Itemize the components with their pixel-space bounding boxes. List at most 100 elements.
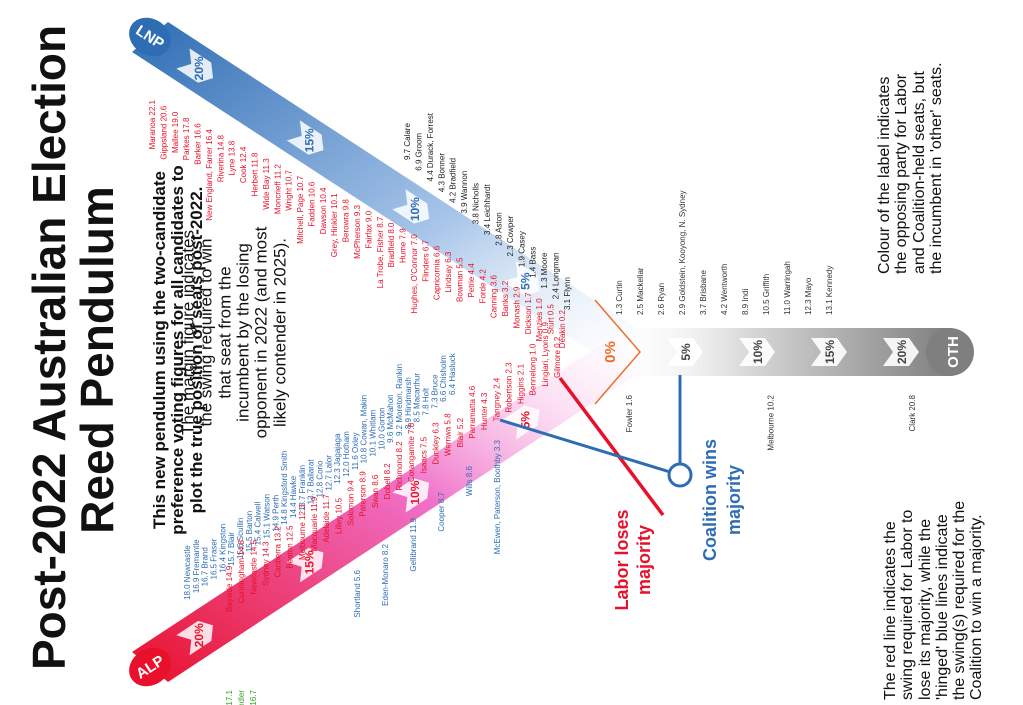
alp-seat-label: 15.7 Blair [227,532,236,566]
lnp-seat-label: Lyne 13.8 [228,140,237,175]
lnp-seat-label-right: 4.4 Durack, Forrest [426,112,435,181]
alp-tick-label: 5% [518,411,532,429]
oth-tick-label: 10% [751,340,765,364]
lnp-tick-label: 20% [192,56,206,80]
alp-seat-label-red: Robertson 2.3 [504,362,513,413]
lnp-seat-label: Forde 4.2 [478,269,487,304]
alp-seat-label: 13.7 Franklin [298,465,307,511]
alp-seat-label: 12.0 Hotham [342,431,351,477]
alp-ticks: 20% 15% 10% 5% [176,405,540,656]
alp-seat-label-red: Paterson 8.9 [359,471,368,517]
lnp-seat-label: Wide Bay 11.3 [262,158,271,210]
alp-seat-label: 16.9 Fremantle [192,539,201,593]
labor-annotation-1: Labor loses [612,509,632,610]
alp-seat-label-red: Newcastle 14.5 [249,539,258,594]
oth-arm: OTH [620,328,974,376]
alp-seat-label-red: Isaacs 7.5 [419,436,428,473]
alp-seat-label: 14.8 Kingsford Smith [280,451,289,525]
lnp-seat-label: Herbert 11.8 [251,152,260,196]
alp-seat-label-red: Blair 5.2 [456,417,465,447]
alp-seat-label: 7.3 Bruce [430,374,439,409]
lnp-seat-label: Wright 10.7 [285,169,294,210]
alp-seat-label: 14.4 Hawke [289,475,298,518]
lnp-tick-label: 15% [302,128,316,152]
oth-tick: 20% [883,338,919,366]
lnp-seat-label: New England, Farrer 16.4 [205,129,214,221]
alp-seat-label: 10.1 Whitlam [369,409,378,456]
lnp-seat-label: Dickson 1.7 [524,292,533,334]
alp-tail-label: Grayndler [237,690,246,705]
coalition-annotation-2: majority [724,465,744,535]
lnp-tick: 10% [392,189,430,224]
lnp-seat-label-right: 1.4 Bass [529,247,538,278]
lnp-seat-label-right: 9.7 Calare [403,123,412,160]
lnp-seat-label: Maranoa 22.1 [148,99,157,149]
lnp-seat-label-right: 6.9 Groom [414,133,423,171]
alp-tick-label: 10% [408,480,422,504]
lnp-seat-label: Fadden 10.6 [307,181,316,226]
alp-seat-label: 12.3 Jagajaga [333,433,342,484]
alp-seat-label: 8.5 Macarthur [413,373,422,423]
oth-label: OTH [945,336,962,368]
alp-tick-label: 15% [302,550,316,574]
lnp-tick: 15% [286,120,324,155]
alp-tail-label: Sydney 16.7 [249,689,258,705]
hinge-circle [667,462,693,488]
lnp-seat-label-right: 3.9 Wannon [460,171,469,214]
lnp-tick-label: 10% [408,197,422,221]
alp-tick-label: 20% [192,623,206,647]
alp-seat-label: 16.4 Kingston [218,524,227,573]
oth-seat-label-down: Melbourne 10.2 [767,394,776,450]
lnp-seat-label: Cook 12.4 [239,146,248,183]
lnp-seat-label: Bowman 5.5 [456,257,465,302]
lnp-seat-label-right: 4.2 Bradfield [449,158,458,203]
lnp-seat-label: Petrie 4.4 [467,263,476,298]
lnp-seat-label: Hughes, O'Connor 7.0 [410,234,419,314]
lnp-seat-label-right: 2.4 Longman [552,253,561,300]
lnp-tick-label: 5% [518,272,532,290]
alp-seat-label-extra: Shortland 5.6 [353,569,362,617]
alp-seat-label-red: Werriwa 5.8 [444,413,453,456]
alp-seat-label-red: Bennelong 1.0 [529,343,538,395]
oth-seat-label: 2.5 Mackellar [636,267,645,315]
lnp-seat-label: Mitchell, Page 10.7 [296,175,305,244]
oth-seat-label: 11.0 Warringah [783,261,792,315]
alp-seat-label-red: Richmond 8.2 [395,441,404,491]
alp-seat-label-red: Beaton 12.5 [286,525,295,569]
labor-majority-line [558,376,665,517]
lnp-seat-label: Menzies 1.0 [535,298,544,342]
oth-tick-label: 20% [895,340,909,364]
alp-seat-label-red: Dunkley 6.3 [432,422,441,465]
alp-seat-label-red: Canberra 13.2 [274,526,283,578]
lnp-seat-label: Banks 3.2 [501,280,510,316]
oth-seat-label: 4.2 Wentworth [720,264,729,315]
alp-tick: 20% [176,620,214,656]
alp-seat-label-extra: Gellibrand 11.9 [409,517,418,571]
alp-tail-label: 17.1 [225,689,234,705]
lnp-seat-label: Parkes 17.8 [182,117,191,160]
alp-seat-label: 7.8 Holt [422,387,431,415]
lnp-ticks: 20% 15% 10% 5% [176,48,540,296]
lnp-seat-label-right: 3.8 Nicholls [472,183,481,224]
lnp-seat-label: Mallee 19.0 [171,111,180,153]
alp-seat-label-red: Melbourne 12.3 [298,504,307,560]
alp-seat-label-red: Swan 8.6 [371,474,380,508]
oth-seat-label-down: Clark 20.8 [908,394,917,431]
alp-seat-label-red: Macquarie 11.9 [310,496,319,551]
oth-tick-label: 15% [823,340,837,364]
alp-tick: 15% [286,547,324,583]
oth-ticks: 5%10%15%20% [667,338,919,366]
alp-seat-label: 6.4 Hasluck [448,352,457,395]
oth-seat-label: 3.7 Brisbane [699,270,708,315]
alp-seat-label-red: Sydney 14.3 [261,541,270,586]
alp-seat-label: 15.5 Barton [245,511,254,552]
alp-seat-label: 10.0 Gorton [377,407,386,449]
lnp-seat-label-right: 4.3 Bonner [437,153,446,192]
lnp-seat-label: Hume 7.9 [399,228,408,263]
alp-seat-label-extra: Wills 8.6 [465,465,474,496]
labor-annotation-2: majority [634,525,654,595]
lnp-seat-label-right: 1.3 Moore [540,252,549,289]
alp-seat-label-red: Hunter 4.3 [480,392,489,430]
